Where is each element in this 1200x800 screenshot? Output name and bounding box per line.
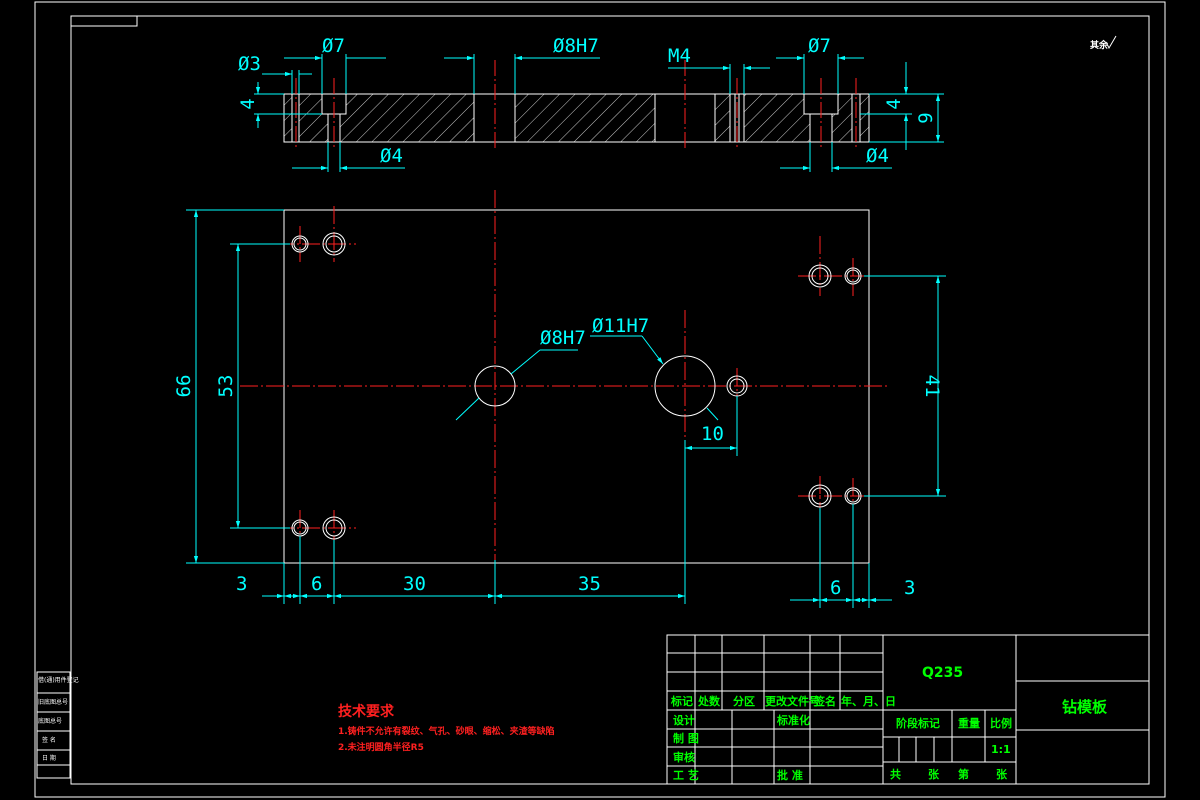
- roughness-icon: [1105, 35, 1117, 50]
- header-zone: 分区: [733, 694, 755, 708]
- row-approved: 批 准: [777, 768, 803, 782]
- dim-d4-left: Ø4: [380, 145, 403, 167]
- dim-w3-right: 3: [904, 577, 915, 599]
- side-label-sign: 签 名: [42, 736, 56, 744]
- part-name: 钻模板: [1062, 698, 1108, 716]
- dim-d7-left: Ø7: [322, 35, 345, 57]
- roughness-note: 其余: [1090, 39, 1109, 51]
- dim-d7-right: Ø7: [808, 35, 831, 57]
- header-doc-no: 更改文件号: [765, 694, 820, 708]
- scale-label: 比例: [990, 716, 1012, 730]
- dim-w6-left: 6: [311, 573, 322, 595]
- total-sheets-b: 张: [928, 767, 940, 781]
- side-label-old-drawing: 旧底图总号: [38, 698, 68, 706]
- plan-view: [240, 190, 890, 566]
- dim-w10: 10: [701, 423, 724, 445]
- plan-view-dimensions: [186, 209, 946, 608]
- header-count: 处数: [697, 694, 721, 708]
- side-registration-strip: [36, 671, 71, 779]
- scale-value: 1:1: [991, 743, 1011, 756]
- dim-w30: 30: [403, 573, 426, 595]
- sheet-frame: [34, 1, 1166, 798]
- dim-h4-right: 4: [883, 98, 905, 109]
- dim-w35: 35: [578, 573, 601, 595]
- section-view-dimensions: [254, 54, 944, 172]
- row-drawn: 制 图: [673, 731, 699, 745]
- material-label: Q235: [922, 665, 963, 681]
- tech-requirement-2: 2.未注明圆角半径R5: [338, 741, 424, 753]
- sheet-no-a: 第: [958, 767, 969, 781]
- dim-w6-right: 6: [830, 577, 841, 599]
- sheet-no-b: 张: [996, 767, 1008, 781]
- dim-d8h7-plan: Ø8H7: [540, 327, 586, 349]
- dim-h9: 9: [915, 112, 937, 123]
- dim-d8h7-section: Ø8H7: [553, 35, 599, 57]
- tech-requirement-1: 1.铸件不允许有裂纹、气孔、砂眼、缩松、夹渣等缺陷: [338, 725, 555, 737]
- dim-d4-right: Ø4: [866, 145, 889, 167]
- header-date: 年、月、日: [841, 694, 896, 708]
- dim-w3-left: 3: [236, 573, 247, 595]
- dim-m4: M4: [668, 45, 691, 67]
- row-process: 工 艺: [673, 768, 699, 782]
- side-label-date: 日 期: [42, 754, 56, 762]
- title-block: [666, 634, 1150, 785]
- dim-h4-left: 4: [237, 98, 259, 109]
- stage-mark-label: 阶段标记: [896, 716, 940, 730]
- tech-requirements-title: 技术要求: [338, 703, 395, 720]
- row-design: 设计: [673, 713, 695, 727]
- dim-h66: 66: [173, 375, 195, 398]
- dim-h53: 53: [215, 375, 237, 398]
- header-mark: 标记: [670, 694, 693, 708]
- dim-d3: Ø3: [238, 53, 261, 75]
- section-view: [283, 60, 870, 150]
- side-label-shared: 借(通)用件登记: [38, 676, 79, 684]
- weight-label: 重量: [958, 716, 980, 730]
- dim-h41: 41: [921, 375, 943, 398]
- row-standardization: 标准化: [776, 713, 810, 727]
- side-label-drawing-no: 底图总号: [38, 717, 62, 725]
- total-sheets-a: 共: [890, 767, 901, 781]
- dim-d11h7: Ø11H7: [592, 315, 649, 337]
- row-checked: 审核: [673, 750, 695, 764]
- header-sign: 签名: [813, 694, 836, 708]
